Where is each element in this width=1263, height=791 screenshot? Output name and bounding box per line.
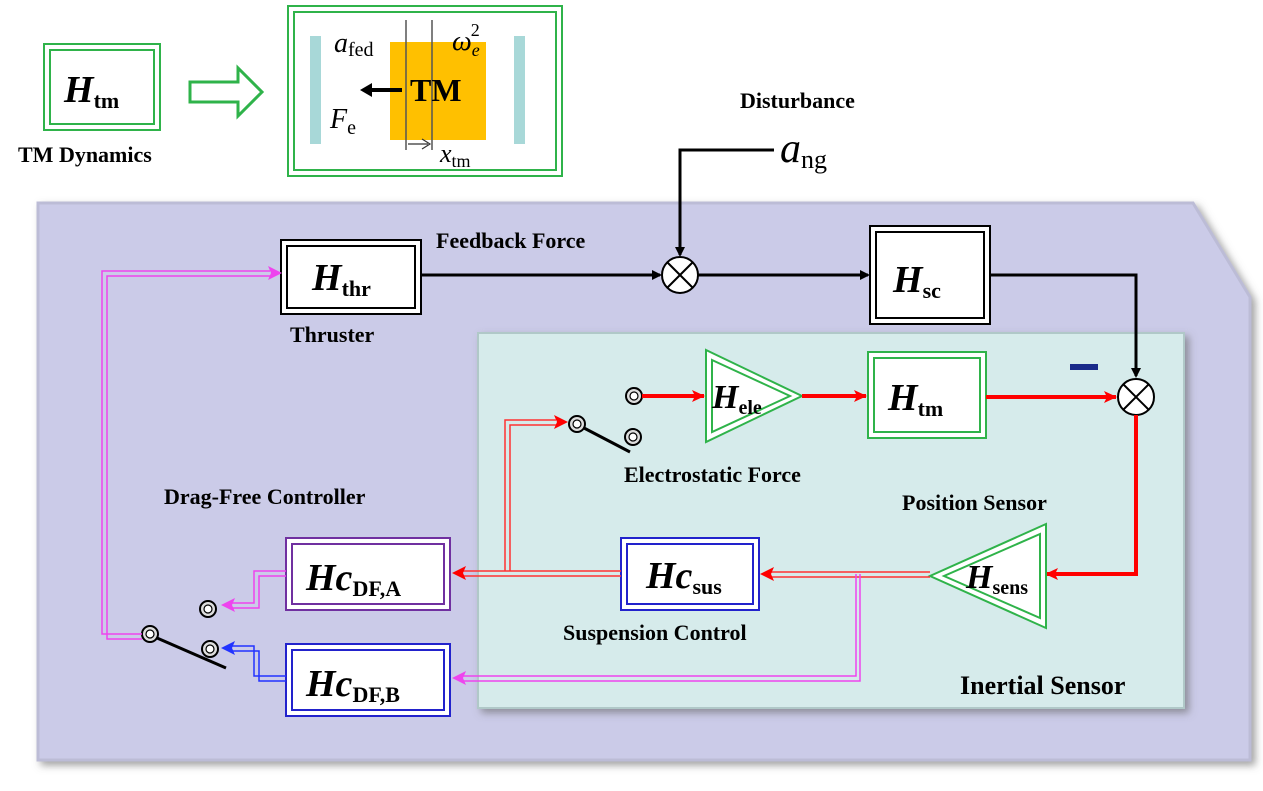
- sensor-block: Hsens: [927, 522, 1047, 630]
- electrostatic-block: Hele: [705, 348, 805, 444]
- svg-text:HcDF,B: HcDF,B: [305, 663, 400, 707]
- dfa-block: HcDF,A: [285, 537, 451, 611]
- position-sensor-caption: Position Sensor: [902, 490, 1047, 515]
- suspension-to-switch-line: [504, 415, 568, 571]
- dfa-to-switch-line: [221, 570, 286, 612]
- suspension-block: Hcsus: [620, 537, 760, 611]
- electrostatic-switch: [568, 387, 643, 454]
- electrostatic-caption: Electrostatic Force: [624, 462, 801, 487]
- tm-detail-box: TM afed ωe2 Fe xtm: [287, 5, 563, 177]
- disturbance-symbol: ang: [780, 126, 827, 174]
- sum2-to-sensor-line: [1045, 415, 1138, 580]
- svg-text:Hsens: Hsens: [965, 559, 1028, 599]
- sensor-to-dfb-line: [452, 574, 861, 685]
- thruster-caption: Thruster: [290, 322, 375, 347]
- electrode-left: [310, 36, 321, 144]
- suspension-caption: Suspension Control: [563, 620, 747, 645]
- tm-dynamics-caption: TM Dynamics: [18, 142, 152, 167]
- htm-header-sub: tm: [94, 88, 120, 113]
- feedback-force-label: Feedback Force: [436, 228, 586, 253]
- dfb-to-switch-line: [221, 641, 286, 682]
- htm-header-symbol: H: [63, 69, 95, 111]
- htm-header-block: Htm: [43, 43, 161, 131]
- sensor-to-suspension-line: [760, 567, 930, 581]
- svg-text:afed: afed: [334, 28, 374, 61]
- svg-text:Fe: Fe: [329, 104, 356, 139]
- dfb-block: HcDF,B: [285, 643, 451, 717]
- controller-switch: [141, 600, 227, 670]
- thruster-block: Hthr: [280, 239, 422, 315]
- inertial-sensor-panel: [477, 332, 1185, 709]
- switch-to-thruster-line: [101, 266, 282, 640]
- svg-text:Hsc: Hsc: [892, 259, 941, 303]
- svg-text:Hele: Hele: [711, 379, 762, 419]
- spacecraft-block: Hsc: [869, 225, 991, 325]
- disturbance-label: Disturbance: [740, 88, 855, 113]
- minus-sign-icon: [1070, 364, 1098, 370]
- sc-to-sum2-line: [990, 273, 1141, 378]
- svg-text:Hcsus: Hcsus: [645, 555, 722, 599]
- svg-text:ωe2: ωe2: [452, 20, 480, 60]
- electrode-right: [514, 36, 525, 144]
- tm-block-label: TM: [410, 72, 462, 108]
- svg-text:Htm: Htm: [887, 377, 943, 421]
- suspension-to-dfa-line: [452, 566, 621, 580]
- hollow-arrow-icon: [188, 64, 265, 120]
- inertial-sensor-caption: Inertial Sensor: [960, 671, 1125, 700]
- summing-junction-top: [661, 256, 699, 294]
- svg-text:HcDF,A: HcDF,A: [305, 557, 401, 601]
- summing-junction-right: [1117, 378, 1155, 416]
- disturbance-line: [675, 148, 774, 257]
- drag-free-controller-caption: Drag-Free Controller: [164, 484, 366, 509]
- svg-text:Hthr: Hthr: [311, 257, 371, 301]
- svg-text:Htm: Htm: [63, 69, 119, 113]
- svg-text:xtm: xtm: [439, 139, 471, 171]
- tm-inner-block: Htm: [867, 351, 987, 439]
